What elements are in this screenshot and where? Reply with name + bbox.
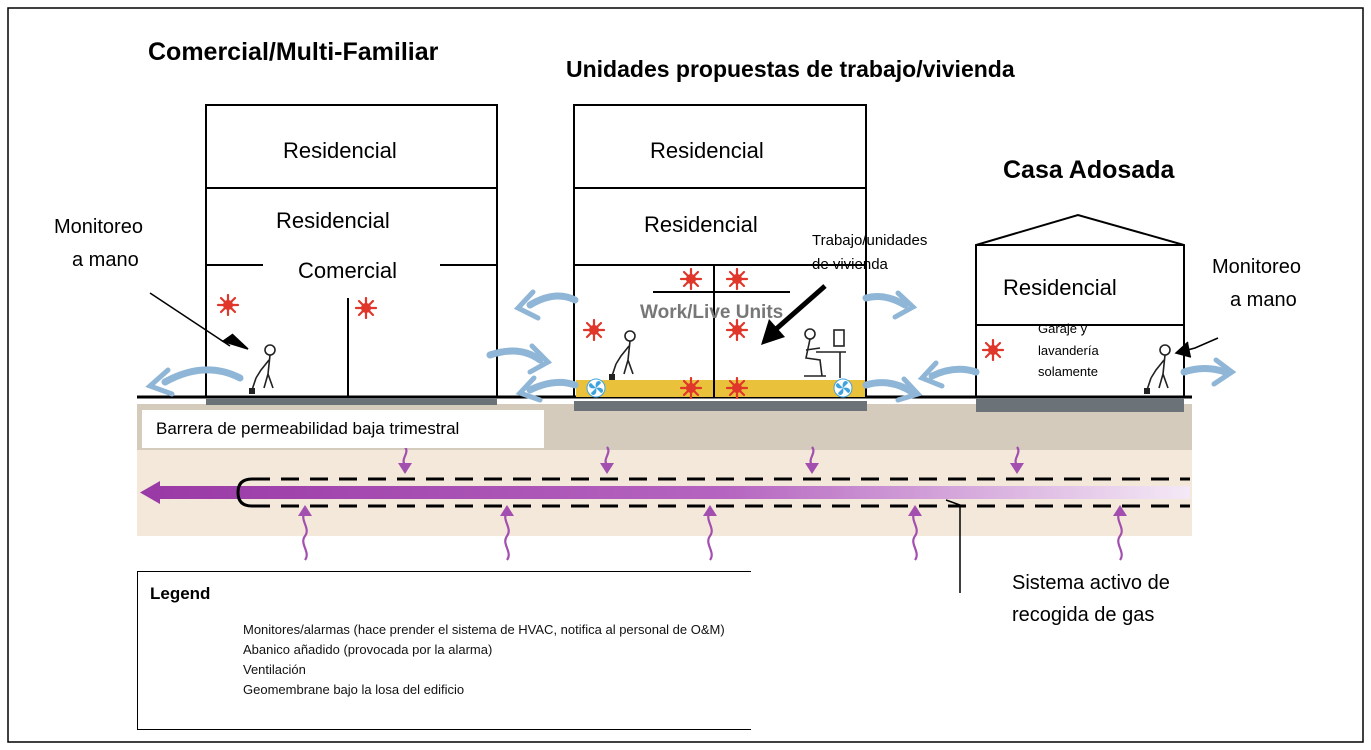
legend: Legend Monitores/alarmas (hace prender e… xyxy=(137,571,751,730)
work-live-units-label: Work/Live Units xyxy=(640,302,783,323)
left-floor-mid-label: Residencial xyxy=(276,208,390,233)
legend-item-geomembrane: Geomembrane bajo la losa del edificio xyxy=(243,682,465,697)
work-live-slab xyxy=(576,380,865,397)
hand-monitor-person-right xyxy=(1143,344,1171,395)
building-work-live xyxy=(573,104,867,397)
hand-monitor-person-left xyxy=(248,344,276,395)
hand-monitor-right-line1: Monitoreo xyxy=(1212,256,1301,278)
gas-system-label-line1: Sistema activo de xyxy=(1012,572,1170,594)
townhouse-floor-label: Residencial xyxy=(1003,275,1117,300)
legend-item-alarm: Monitores/alarmas (hace prender el siste… xyxy=(243,622,725,637)
left-floor-top-label: Residencial xyxy=(283,138,397,163)
work-units-callout-line2: de vivienda xyxy=(812,256,888,273)
work-units-pointer-arrow xyxy=(761,284,827,345)
membrane-left xyxy=(206,398,497,405)
gas-system-label-line2: recogida de gas xyxy=(1012,604,1155,626)
callout-arrows xyxy=(149,292,1219,593)
hand-monitor-person-middle xyxy=(608,330,636,381)
title-townhouse: Casa Adosada xyxy=(1003,156,1175,184)
garage-label-line2: lavandería xyxy=(1038,343,1099,358)
middle-floor-mid-label: Residencial xyxy=(644,212,758,237)
garage-label-line1: Garaje y xyxy=(1038,321,1088,336)
work-units-callout-line1: Trabajo/unidades xyxy=(812,232,928,249)
gas-collection-pipe xyxy=(140,477,1190,508)
figure-border xyxy=(7,7,1364,743)
legend-item-ventilation: Ventilación xyxy=(243,662,306,677)
barrier-label-box xyxy=(142,410,544,448)
middle-floor-top-label: Residencial xyxy=(650,138,764,163)
barrier-label: Barrera de permeabilidad baja trimestral xyxy=(156,419,460,438)
building-commercial xyxy=(205,104,498,397)
membrane-right xyxy=(976,398,1184,412)
hand-monitor-right-line2: a mano xyxy=(1230,289,1297,311)
title-proposed-units: Unidades propuestas de trabajo/vivienda xyxy=(566,56,1015,82)
building-townhouse xyxy=(975,213,1185,397)
legend-item-fan: Abanico añadido (provocada por la alarma… xyxy=(243,642,493,657)
ventilation-arrows xyxy=(145,289,1237,403)
left-floor-commercial-label: Comercial xyxy=(298,258,398,283)
hand-monitor-left-line1: Monitoreo xyxy=(54,216,143,238)
title-commercial: Comercial/Multi-Familiar xyxy=(148,38,439,66)
garage-label-line3: solamente xyxy=(1038,364,1098,379)
hand-monitor-left-line2: a mano xyxy=(72,249,139,271)
legend-title: Legend xyxy=(150,584,211,603)
desk-worker xyxy=(804,328,846,378)
membrane-middle xyxy=(574,401,867,411)
